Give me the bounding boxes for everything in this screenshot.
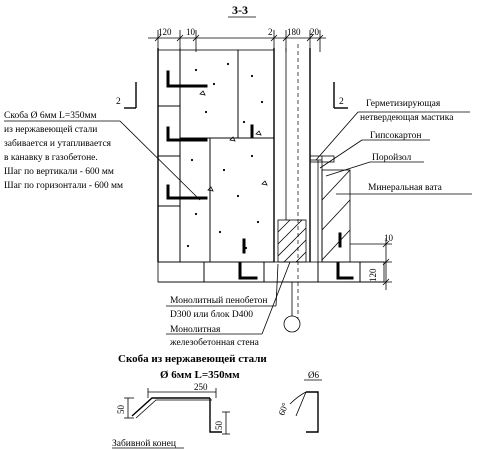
rc-wall — [273, 44, 311, 318]
gypsum-label: Гипсокартон — [370, 131, 421, 141]
dim-20: 20 — [310, 27, 320, 37]
dim-180: 180 — [287, 27, 301, 37]
rc-wall-label-2: железобетонная стена — [169, 337, 260, 348]
hatched-seal-column — [277, 219, 307, 263]
sealant-label-1: Герметизирующая — [366, 99, 441, 109]
dim-right-120: 120 — [368, 268, 378, 282]
top-dimension-line — [148, 30, 326, 52]
dim-120: 120 — [158, 27, 172, 37]
bracket-note-line-2: из нержавеющей стали — [4, 124, 97, 135]
gypsum-callout — [319, 139, 430, 169]
foam-concrete-fill — [179, 49, 275, 263]
bracket-diameter-label: Ø6 — [308, 370, 319, 380]
bracket-dim-50-right-label: 50 — [214, 421, 224, 431]
rc-wall-label-1: Монолитная — [170, 325, 221, 335]
sealant-callout — [315, 111, 470, 161]
bracket-note-line-1: Скоба Ø 6мм L=350мм — [4, 110, 96, 121]
bracket-note-line-3: забивается и утапливается — [4, 138, 112, 149]
porous-callout — [325, 161, 424, 177]
bracket-dim-50-left-label: 50 — [116, 405, 126, 415]
bracket-note-callout: Скоба Ø 6мм L=350мм из нержавеющей стали… — [4, 110, 201, 201]
cut-mark-right — [333, 82, 348, 109]
driven-end-label: Забивной конец — [112, 438, 176, 449]
bracket-dim-50-right — [222, 411, 230, 435]
foam-concrete-label-1: Монолитный пенобетон — [170, 295, 268, 306]
cut-mark-left-label: 2 — [116, 97, 121, 107]
porous-label: Поройзол — [372, 152, 412, 163]
bracket-note-line-5: Шаг по вертикали - 600 мм — [4, 167, 114, 177]
mineral-wool-label: Минеральная вата — [368, 183, 443, 193]
dim-2: 2 — [268, 27, 273, 37]
bracket-shape — [131, 397, 222, 433]
sealant-label-2: нетвердеющая мастика — [360, 113, 454, 123]
bracket-rebars — [166, 70, 354, 280]
foam-concrete-label-2: D300 или блок D400 — [170, 309, 253, 320]
bracket-dim-250 — [147, 388, 217, 398]
mineral-wool-block — [321, 169, 351, 263]
rc-wall-callout — [166, 261, 291, 335]
bracket-note-line-6: Шаг по горизонтали - 600 мм — [4, 181, 123, 191]
cut-mark-right-label: 2 — [339, 97, 344, 107]
bracket-angle-label: 60° — [276, 401, 290, 417]
plumb-circle — [283, 315, 301, 333]
bracket-tip-detail — [289, 379, 322, 433]
foam-concrete-callout — [166, 263, 279, 307]
cut-mark-left — [124, 82, 137, 109]
right-dimension — [350, 238, 392, 290]
bracket-detail-title-2: Ø 6мм L=350мм — [160, 369, 240, 381]
bracket-dim-250-label: 250 — [194, 382, 208, 392]
bracket-detail-title-1: Скоба из нержавеющей стали — [118, 353, 267, 365]
dim-10: 10 — [186, 27, 196, 37]
section-title: 3-3 — [232, 3, 248, 17]
bracket-note-line-4: в канавку в газобетоне. — [4, 152, 98, 163]
bracket-dim-50-left — [124, 397, 134, 419]
dim-right-10: 10 — [384, 233, 394, 243]
